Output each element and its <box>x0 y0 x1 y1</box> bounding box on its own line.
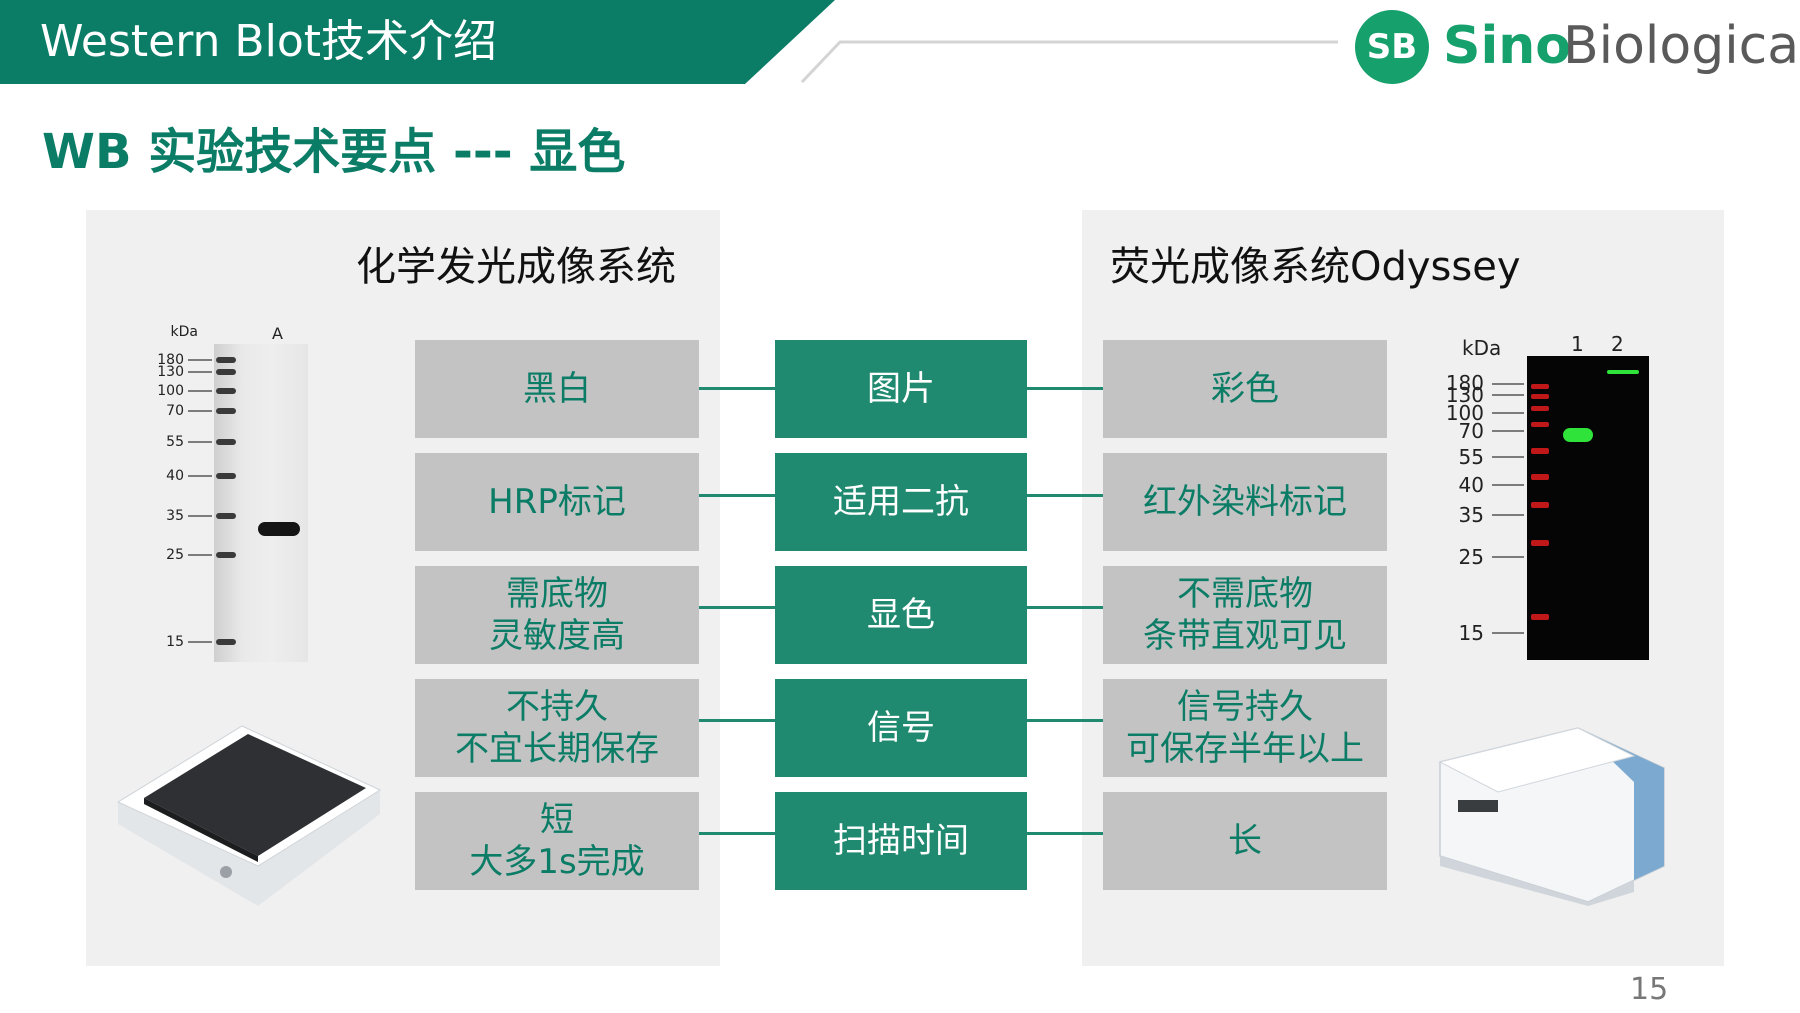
right-blot-image <box>1527 356 1649 660</box>
comparison-category: 图片 <box>775 340 1027 438</box>
connector-line <box>1027 719 1103 722</box>
left-marker-label: 25 <box>166 547 184 563</box>
right-marker-label: 180 <box>1445 371 1484 395</box>
left-feature-box: 黑白 <box>415 340 699 438</box>
left-blot-image <box>214 344 308 662</box>
header-decor-line <box>800 40 1338 84</box>
right-feature-box: 信号持久 可保存半年以上 <box>1103 679 1387 777</box>
left-marker-ticks <box>188 357 236 645</box>
comparison-category: 信号 <box>775 679 1027 777</box>
right-blot-lane-label-1: 1 <box>1571 332 1584 356</box>
right-marker-label: 55 <box>1458 445 1484 469</box>
left-blot-band <box>258 522 300 536</box>
left-panel-title: 化学发光成像系统 <box>356 244 676 290</box>
right-marker-label: 70 <box>1458 419 1484 443</box>
right-blot-lane-label-2: 2 <box>1611 332 1624 356</box>
right-feature-box: 红外染料标记 <box>1103 453 1387 551</box>
left-feature-box: 需底物 灵敏度高 <box>415 566 699 664</box>
right-marker-label: 40 <box>1458 473 1484 497</box>
left-blot-unit-label: kDa <box>170 324 198 340</box>
header-title: Western Blot技术介绍 <box>40 16 498 67</box>
right-marker-label: 35 <box>1458 503 1484 527</box>
header-band <box>0 0 835 84</box>
left-marker-label: 100 <box>157 383 184 399</box>
left-marker-label: 180 <box>157 352 184 368</box>
right-blot-unit-label: kDa <box>1462 336 1502 360</box>
connector-line <box>1027 606 1103 609</box>
company-logo: SB Sino Biological <box>1355 10 1800 90</box>
connector-line <box>1027 832 1103 835</box>
right-feature-box: 长 <box>1103 792 1387 890</box>
left-blot-lane-label: A <box>272 324 283 343</box>
right-marker-label: 100 <box>1445 401 1484 425</box>
right-blot-bands <box>1531 370 1639 620</box>
odyssey-scanner-image <box>1438 727 1665 906</box>
logo-text-biological: Biological <box>1563 16 1800 76</box>
connector-line <box>1027 494 1103 497</box>
comparison-category: 显色 <box>775 566 1027 664</box>
page-number: 15 <box>1630 972 1669 1007</box>
left-feature-box: 不持久 不宜长期保存 <box>415 679 699 777</box>
connector-line <box>699 832 775 835</box>
left-marker-label: 40 <box>166 468 184 484</box>
connector-line <box>699 494 775 497</box>
right-marker-ticks <box>1492 383 1524 634</box>
connector-line <box>1027 387 1103 390</box>
left-feature-box: 短 大多1s完成 <box>415 792 699 890</box>
right-marker-label: 15 <box>1458 621 1484 645</box>
left-marker-label: 35 <box>166 508 184 524</box>
left-feature-box: HRP标记 <box>415 453 699 551</box>
left-marker-label: 70 <box>166 403 184 419</box>
logo-text-sino: Sino <box>1443 16 1572 76</box>
left-marker-label: 130 <box>157 364 184 380</box>
right-feature-box: 彩色 <box>1103 340 1387 438</box>
comparison-category: 适用二抗 <box>775 453 1027 551</box>
connector-line <box>699 719 775 722</box>
left-marker-label: 55 <box>166 434 184 450</box>
right-feature-box: 不需底物 条带直观可见 <box>1103 566 1387 664</box>
right-marker-label: 130 <box>1445 383 1484 407</box>
comparison-category: 扫描时间 <box>775 792 1027 890</box>
slide-title: WB 实验技术要点 --- 显色 <box>42 124 626 180</box>
sb-logo-icon: SB <box>1355 10 1429 84</box>
right-marker-label: 25 <box>1458 545 1484 569</box>
connector-line <box>699 606 775 609</box>
right-panel-title: 荧光成像系统Odyssey <box>1110 244 1521 290</box>
left-marker-label: 15 <box>166 634 184 650</box>
connector-line <box>699 387 775 390</box>
chemiluminescence-imager-image <box>116 725 382 906</box>
